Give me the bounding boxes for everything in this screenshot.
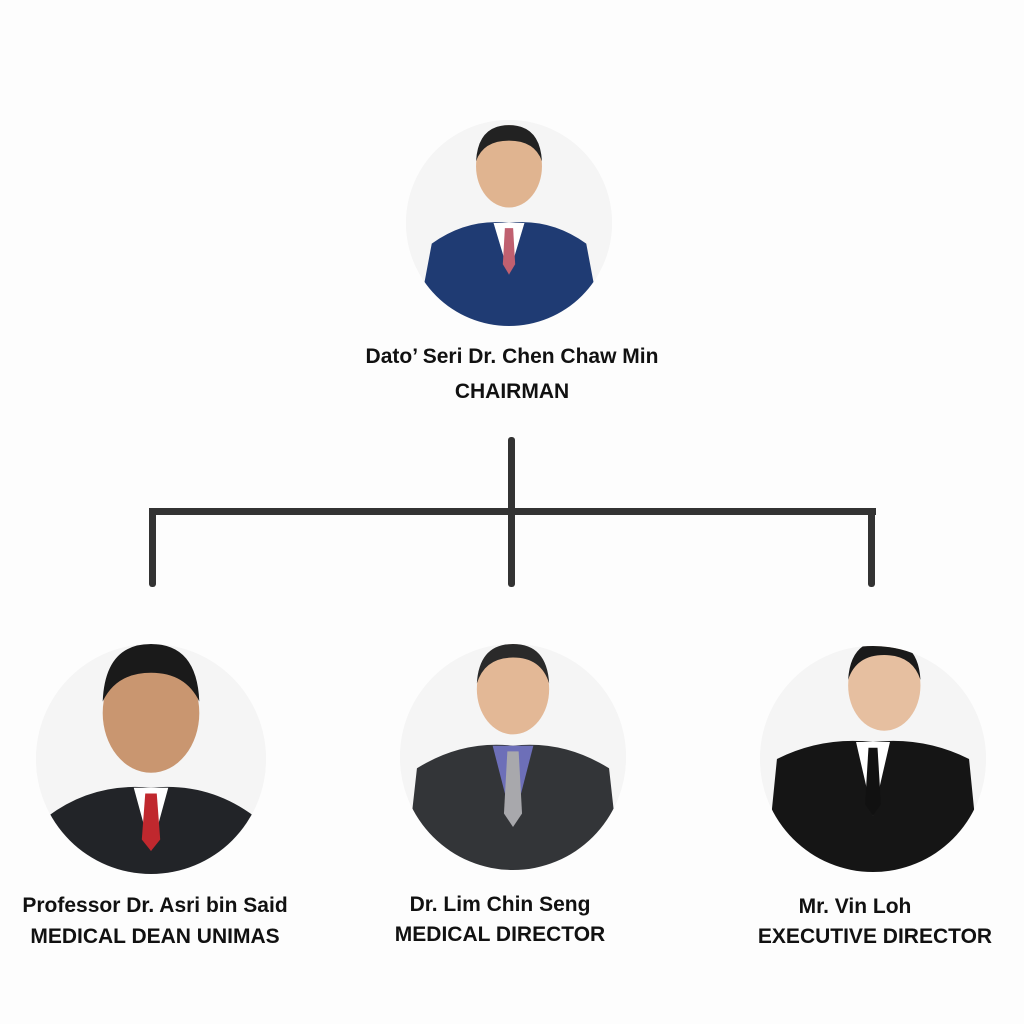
person-portrait-icon bbox=[760, 646, 986, 872]
member-photo-2 bbox=[400, 644, 626, 870]
connector-right bbox=[868, 508, 875, 587]
member-photo-3 bbox=[760, 646, 986, 872]
person-portrait-icon bbox=[36, 644, 266, 874]
chairman-title: CHAIRMAN bbox=[454, 380, 570, 403]
connector-bar bbox=[149, 508, 876, 515]
member-name-2: Dr. Lim Chin Seng bbox=[409, 893, 591, 916]
chairman-photo bbox=[406, 120, 612, 326]
chairman-name: Dato’ Seri Dr. Chen Chaw Min bbox=[365, 345, 659, 368]
member-title-1: MEDICAL DEAN UNIMAS bbox=[30, 925, 280, 948]
person-portrait-icon bbox=[400, 644, 626, 870]
member-title-2: MEDICAL DIRECTOR bbox=[394, 923, 606, 946]
member-photo-1 bbox=[36, 644, 266, 874]
member-title-3: EXECUTIVE DIRECTOR bbox=[757, 925, 993, 948]
connector-left bbox=[149, 508, 156, 587]
member-name-3: Mr. Vin Loh bbox=[798, 895, 912, 918]
person-portrait-icon bbox=[406, 120, 612, 326]
member-name-1: Professor Dr. Asri bin Said bbox=[22, 894, 288, 917]
